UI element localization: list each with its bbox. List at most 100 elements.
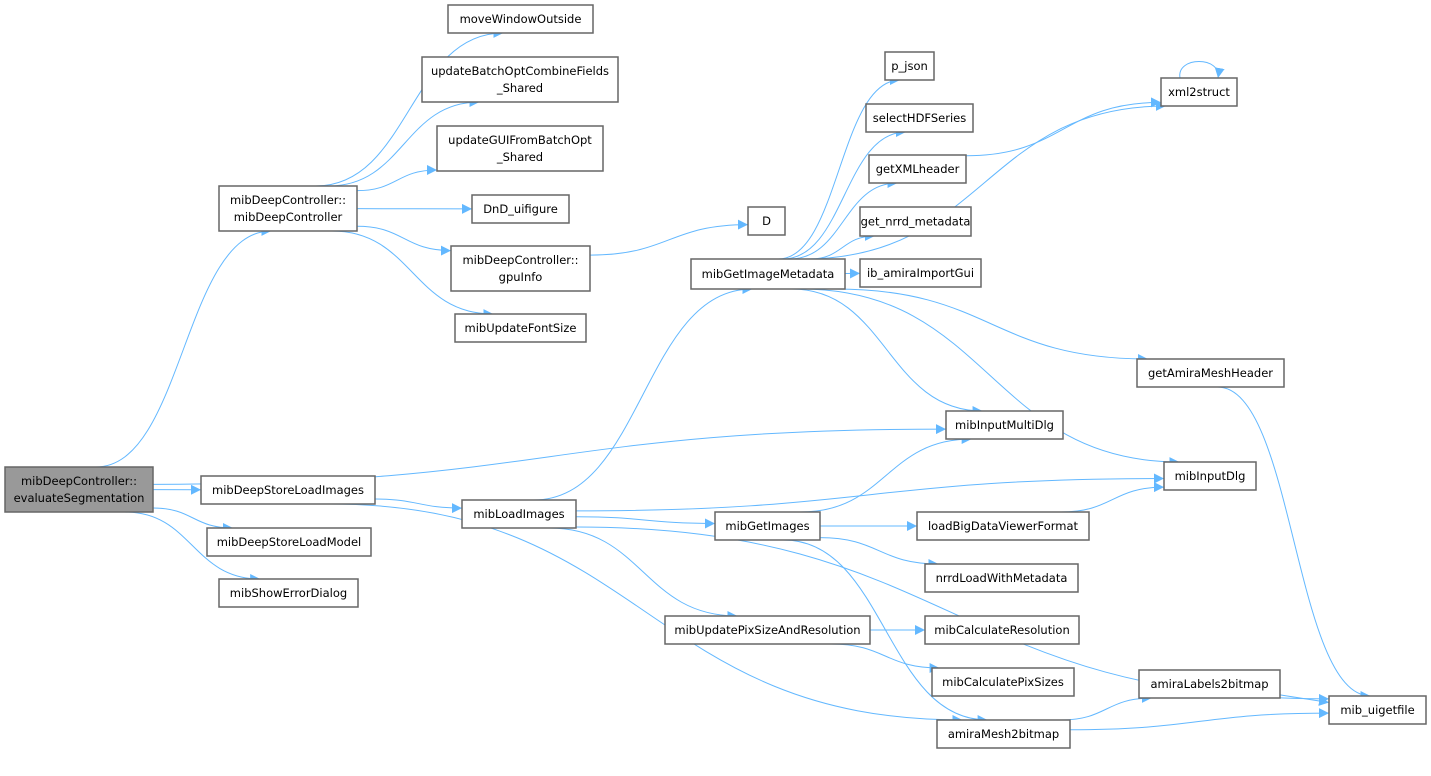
node-mib-uigetfile[interactable]: mib_uigetfile: [1328, 695, 1427, 725]
node-label: mibLoadImages: [473, 507, 564, 521]
node-box: [206, 527, 372, 557]
node-box: [4, 466, 154, 513]
node-amira-labels2bitmap[interactable]: amiraLabels2bitmap: [1138, 669, 1281, 699]
node-p-json[interactable]: p_json: [884, 51, 935, 81]
edge-mib-get-image-metadata-to-select-hdfseries: [782, 127, 906, 260]
node-gpu-info[interactable]: mibDeepController::gpuInfo: [450, 245, 591, 292]
node-box: [454, 313, 587, 343]
node-label: mibGetImages: [725, 519, 809, 533]
node-box: [447, 4, 594, 34]
edge-load-big-data-viewer-format-to-mib-input-dlg: [1060, 482, 1165, 513]
node-label: mibInputMultiDlg: [955, 418, 1054, 432]
node-label: amiraLabels2bitmap: [1150, 677, 1268, 691]
node-box: [747, 206, 786, 236]
node-label: p_json: [891, 59, 928, 73]
node-mib-deep-controller-ctor[interactable]: mibDeepController::mibDeepController: [218, 185, 358, 232]
edge-amira-mesh2bitmap-to-mib-uigetfile: [1069, 708, 1330, 731]
edge-evaluate-segmentation-to-mib-deep-controller-ctor: [95, 226, 272, 468]
node-update-batch-opt-combine-fields[interactable]: updateBatchOptCombineFields_Shared: [421, 56, 619, 103]
node-xml2struct[interactable]: xml2struct: [1160, 77, 1238, 107]
node-label: gpuInfo: [499, 270, 543, 284]
node-box: [859, 206, 972, 237]
node-mib-input-dlg[interactable]: mibInputDlg: [1163, 461, 1257, 491]
node-amira-mesh2bitmap[interactable]: amiraMesh2bitmap: [936, 719, 1071, 749]
node-box: [916, 511, 1090, 541]
node-box: [936, 719, 1071, 749]
node-mib-calculate-resolution[interactable]: mibCalculateResolution: [924, 615, 1080, 645]
edge-mib-load-images-to-mib-get-image-metadata: [533, 284, 753, 501]
node-mib-input-multi-dlg[interactable]: mibInputMultiDlg: [945, 410, 1064, 440]
edge-mib-get-image-metadata-to-get-xmlheader: [789, 178, 898, 260]
node-box: [450, 245, 591, 292]
node-box: [1138, 669, 1281, 699]
node-evaluate-segmentation[interactable]: mibDeepController::evaluateSegmentation: [4, 466, 154, 513]
node-get-nrrd-metadata[interactable]: get_nrrd_metadata: [859, 206, 972, 237]
edge-evaluate-segmentation-to-mib-show-error-dialog: [124, 511, 261, 584]
edge-mib-get-image-metadata-to-p-json: [778, 75, 900, 260]
node-get-xmlheader[interactable]: getXMLheader: [868, 154, 967, 184]
node-d[interactable]: D: [747, 206, 786, 236]
node-box: [865, 103, 974, 133]
node-nrrd-load-with-metadata[interactable]: nrrdLoadWithMetadata: [924, 563, 1079, 593]
node-label: mibDeepController::: [230, 193, 346, 207]
edge-amira-labels2bitmap-to-mib-uigetfile: [1279, 694, 1330, 706]
node-update-guifrom-batch-opt[interactable]: updateGUIFromBatchOpt _Shared: [436, 125, 604, 172]
edge-mib-deep-controller-ctor-to-update-guifrom-batch-opt: [356, 164, 438, 192]
node-label: ib_amiraImportGui: [867, 266, 974, 280]
node-mib-load-images[interactable]: mibLoadImages: [461, 499, 577, 529]
node-label: DnD_uifigure: [483, 202, 558, 216]
node-label: D: [762, 214, 771, 228]
node-mib-deep-store-load-model[interactable]: mibDeepStoreLoadModel: [206, 527, 372, 557]
node-label: mibUpdateFontSize: [465, 321, 577, 335]
node-box: [664, 615, 871, 645]
edge-mib-load-images-to-mib-update-pix-size-and-resolution: [548, 527, 738, 621]
edge-mib-get-image-metadata-to-xml2struct: [803, 101, 1166, 260]
node-box: [868, 154, 967, 184]
node-box: [471, 194, 570, 224]
node-ib-amira-import-gui[interactable]: ib_amiraImportGui: [859, 258, 982, 288]
edge-mib-deep-controller-ctor-to-gpu-info: [356, 225, 452, 256]
node-box: [436, 125, 604, 172]
node-label: mibUpdatePixSizeAndResolution: [674, 623, 860, 637]
node-mib-update-pix-size-and-resolution[interactable]: mibUpdatePixSizeAndResolution: [664, 615, 871, 645]
node-box: [1163, 461, 1257, 491]
node-label: mibDeepController::: [21, 474, 137, 488]
node-mib-show-error-dialog[interactable]: mibShowErrorDialog: [218, 578, 359, 608]
node-dn-d-uifigure[interactable]: DnD_uifigure: [471, 194, 570, 224]
node-box: [924, 615, 1080, 645]
node-move-window-outside[interactable]: moveWindowOutside: [447, 4, 594, 34]
edge-mib-get-images-to-nrrd-load-with-metadata: [819, 537, 939, 569]
edge-gpu-info-to-d: [589, 219, 749, 256]
node-label: mibDeepController::: [462, 253, 578, 267]
edge-evaluate-segmentation-to-mib-deep-store-load-model: [152, 507, 234, 533]
node-select-hdfseries[interactable]: selectHDFSeries: [865, 103, 974, 133]
node-label: getAmiraMeshHeader: [1148, 366, 1273, 380]
node-mib-get-images[interactable]: mibGetImages: [714, 511, 821, 541]
node-label: get_nrrd_metadata: [861, 215, 971, 229]
node-box: [714, 511, 821, 541]
node-label: selectHDFSeries: [873, 111, 966, 125]
node-label: amiraMesh2bitmap: [948, 727, 1059, 741]
node-label: mib_uigetfile: [1340, 703, 1414, 717]
edge-mib-deep-controller-ctor-to-move-window-outside: [315, 28, 504, 187]
node-label: _Shared: [496, 150, 543, 164]
node-box: [1136, 358, 1285, 388]
node-label: updateBatchOptCombineFields: [431, 64, 609, 78]
node-label: updateGUIFromBatchOpt: [448, 133, 592, 147]
node-box: [859, 258, 982, 288]
edge-mib-get-image-metadata-to-mib-input-multi-dlg: [791, 288, 983, 416]
node-mib-calculate-pix-sizes[interactable]: mibCalculatePixSizes: [931, 667, 1075, 697]
edge-amira-mesh2bitmap-to-amira-labels2bitmap: [1061, 693, 1152, 721]
edge-mib-get-images-to-mib-input-multi-dlg: [800, 434, 972, 513]
node-label: mibShowErrorDialog: [230, 586, 347, 600]
node-mib-deep-store-load-images[interactable]: mibDeepStoreLoadImages: [200, 475, 376, 505]
edge-get-xmlheader-to-xml2struct: [965, 97, 1162, 157]
node-load-big-data-viewer-format[interactable]: loadBigDataViewerFormat: [916, 511, 1090, 541]
node-box: [1160, 77, 1238, 107]
node-box: [924, 563, 1079, 593]
edge-xml2struct-to-xml2struct: [1179, 61, 1225, 79]
node-get-amira-mesh-header[interactable]: getAmiraMeshHeader: [1136, 358, 1285, 388]
node-mib-update-font-size[interactable]: mibUpdateFontSize: [454, 313, 587, 343]
node-mib-get-image-metadata[interactable]: mibGetImageMetadata: [690, 258, 846, 290]
